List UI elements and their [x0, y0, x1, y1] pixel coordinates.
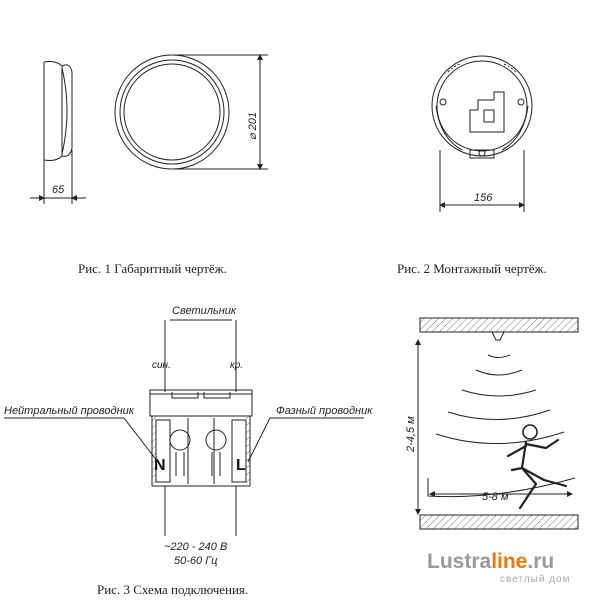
diameter-dimension — [172, 54, 268, 170]
ceiling — [419, 317, 579, 333]
neutral-label: Нейтральный проводник — [4, 405, 135, 417]
floor — [419, 514, 579, 530]
detection-waves — [435, 354, 565, 444]
phase-label: Фазный проводник — [276, 405, 373, 417]
voltage-label: ~220 - 240 В — [164, 541, 227, 553]
range-label: 5-8 м — [482, 491, 509, 503]
fig3-caption: Рис. 3 Схема подключения. — [97, 582, 249, 597]
sensor — [491, 331, 505, 341]
watermark-logo: Lustraline.ru светлый дом — [427, 550, 570, 585]
brand-ru: .ru — [527, 550, 554, 573]
fig3-drawing — [4, 319, 364, 536]
side-view — [43, 61, 73, 204]
base-view — [431, 55, 533, 159]
svg-text:Lustraline.ru: Lustraline.ru — [427, 550, 554, 573]
upper-wires — [164, 320, 237, 392]
fig1-drawing — [30, 54, 268, 204]
front-view — [114, 54, 230, 170]
hatching — [152, 416, 250, 486]
width-label: 156 — [474, 192, 493, 204]
diameter-label: ⌀ 201 — [247, 112, 259, 140]
brand-lustra: Lustra — [427, 550, 492, 573]
frequency-label: 50-60 Гц — [174, 555, 217, 567]
l-terminal-label: L — [236, 457, 246, 474]
callout-lines — [4, 417, 364, 463]
height-label: 2-4,5 м — [405, 416, 417, 453]
n-terminal-label: N — [154, 457, 166, 474]
fig2-caption: Рис. 2 Монтажный чертёж. — [397, 261, 547, 276]
blue-wire-label: син. — [152, 360, 171, 371]
brand-line: line — [491, 550, 527, 573]
fig4-drawing — [415, 317, 579, 530]
running-person-icon — [506, 424, 568, 510]
lower-wires — [164, 486, 237, 536]
luminaire-label: Светильник — [172, 305, 237, 317]
width-dimension — [439, 150, 525, 212]
red-wire-label: кр. — [230, 360, 243, 371]
fig1-caption: Рис. 1 Габаритный чертёж. — [78, 261, 227, 276]
brand-tagline: светлый дом — [500, 574, 570, 585]
depth-label: 65 — [52, 184, 65, 196]
fig2-drawing — [431, 55, 533, 212]
